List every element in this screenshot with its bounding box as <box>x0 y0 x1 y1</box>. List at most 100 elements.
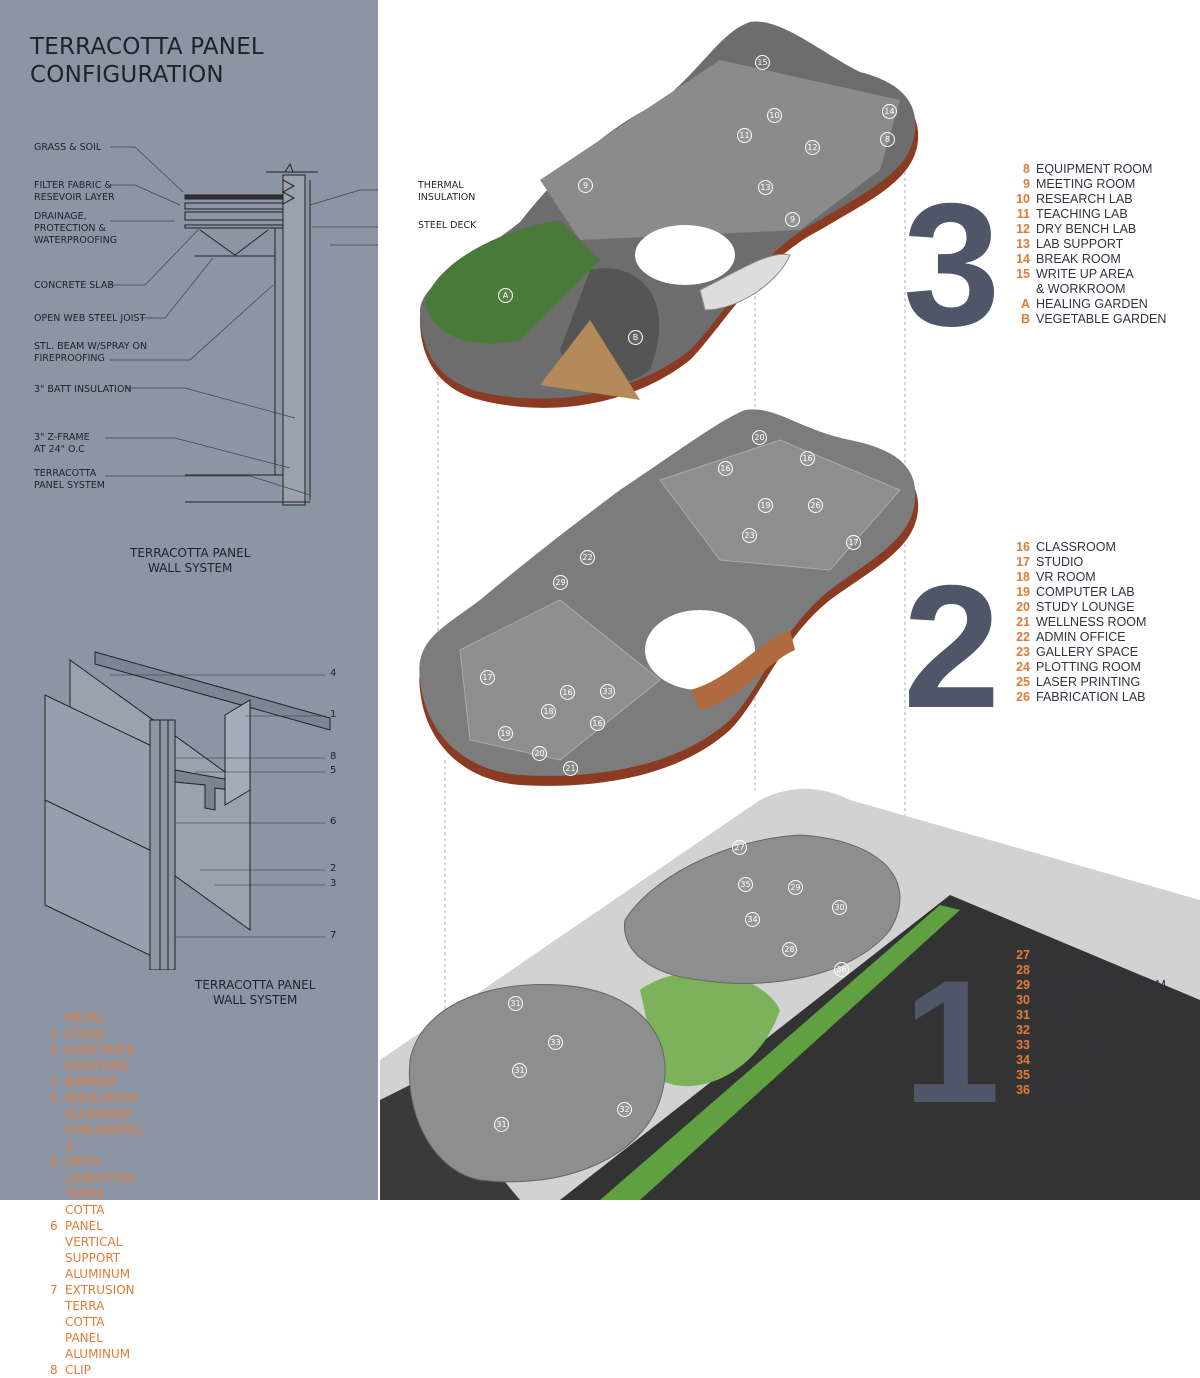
material-number: 6 <box>50 1219 58 1233</box>
room-name: CONSULTING <box>1036 963 1118 977</box>
room-tag: 29 <box>788 880 803 895</box>
room-tag: 36 <box>834 962 849 977</box>
room-number: 26 <box>1016 690 1030 704</box>
room-legend-item: 32 FOOD COURT <box>1008 1023 1166 1038</box>
room-tag: 33 <box>600 684 615 699</box>
room-number: 21 <box>1016 615 1030 629</box>
room-name: ADMIN OFFICE <box>1036 630 1126 644</box>
room-number: 27 <box>1016 948 1030 962</box>
detail-number: 7 <box>330 930 337 941</box>
room-tag: 14 <box>882 104 897 119</box>
room-name: CLASSROOM <box>1036 540 1116 554</box>
material-label: VERTICAL SUPPORT ALUMINUM EXTRUSION <box>65 1235 135 1297</box>
title-line-1: TERRACOTTA PANEL <box>30 34 264 60</box>
material-number: 7 <box>50 1283 58 1297</box>
room-number: 25 <box>1016 675 1030 689</box>
room-tag: 27 <box>732 840 747 855</box>
room-number: 12 <box>1016 222 1030 236</box>
level-1-numeral: 1 <box>903 945 1001 1140</box>
room-tag: 22 <box>580 550 595 565</box>
room-name: PLOTTING ROOM <box>1036 660 1141 674</box>
section-label: GRASS & SOIL <box>34 142 102 153</box>
detail-caption: TERRACOTTA PANEL WALL SYSTEM <box>195 978 316 1007</box>
room-tag: 15 <box>755 55 770 70</box>
section-label-right: THERMAL INSULATION <box>418 180 476 203</box>
room-name: HEALING GARDEN <box>1036 297 1148 311</box>
room-number: 22 <box>1016 630 1030 644</box>
room-tag: 11 <box>737 128 752 143</box>
room-name: LAB SUPPORT <box>1036 237 1124 251</box>
room-legend-item: 33 STORAGE <box>1008 1038 1166 1053</box>
room-tag: 9 <box>785 212 800 227</box>
section-label: 3" Z-FRAME AT 24" O.C <box>34 432 90 455</box>
level-3-plan <box>420 21 919 408</box>
room-tag: 34 <box>745 912 760 927</box>
room-number: 10 <box>1016 192 1030 206</box>
room-name: UNDERGROUND <box>1036 1083 1136 1097</box>
section-label: DRAINAGE, PROTECTION & WATERPROOFING <box>34 211 118 246</box>
material-number: 8 <box>50 1363 58 1377</box>
room-tag: 16 <box>560 685 575 700</box>
room-tag: 19 <box>498 726 513 741</box>
room-number: 13 <box>1016 237 1030 251</box>
material-number: 4 <box>50 1091 58 1105</box>
room-tag: 32 <box>617 1102 632 1117</box>
section-caption: TERRACOTTA PANEL WALL SYSTEM <box>130 546 251 575</box>
room-tag: 17 <box>846 535 861 550</box>
room-number: 16 <box>1016 540 1030 554</box>
room-name: EQUIPMENT ROOM <box>1036 162 1153 176</box>
room-name: COMPUTER LAB <box>1036 585 1135 599</box>
room-name: STUDIO <box>1036 555 1084 569</box>
room-name: STUDY LOUNGE <box>1036 600 1135 614</box>
room-number: 28 <box>1016 963 1030 977</box>
room-legend-item: 22 ADMIN OFFICE <box>1008 630 1146 645</box>
room-number: B <box>1020 312 1030 326</box>
room-number: 29 <box>1016 978 1030 992</box>
detail-number: 5 <box>330 765 337 776</box>
detail-number: 1 <box>330 709 337 720</box>
room-name: OFFICE <box>1036 993 1082 1007</box>
room-tag: 10 <box>767 108 782 123</box>
room-number: 17 <box>1016 555 1030 569</box>
room-tag: 8 <box>880 132 895 147</box>
room-number: 23 <box>1016 645 1030 659</box>
room-tag: 26 <box>808 498 823 513</box>
room-name: MAIL ROOM <box>1036 1068 1108 1082</box>
room-name: MEETING ROOM <box>1036 177 1136 191</box>
room-legend-item: 17 STUDIO <box>1008 555 1146 570</box>
room-name: BREAK ROOM <box>1036 252 1121 266</box>
room-name: CONFERENCE ROOM <box>1036 978 1166 992</box>
room-name: PARKING <box>1036 1098 1092 1112</box>
room-legend-item: 28 CONSULTING <box>1008 963 1166 978</box>
room-name: FOOD COURT <box>1036 1023 1120 1037</box>
room-name: STORAGE <box>1036 1038 1097 1052</box>
detail-number: 6 <box>330 816 337 827</box>
material-number: 2 <box>50 1043 58 1057</box>
room-tag: 17 <box>480 670 495 685</box>
room-legend-item: 29 CONFERENCE ROOM <box>1008 978 1166 993</box>
panel-detail-drawing <box>44 651 331 970</box>
room-number: 33 <box>1016 1038 1030 1052</box>
room-tag: 28 <box>782 942 797 957</box>
room-tag: 9 <box>578 178 593 193</box>
room-number: 24 <box>1016 660 1030 674</box>
room-name: & WORKROOM <box>1036 282 1126 296</box>
room-tag: A <box>498 288 513 303</box>
room-name: VR ROOM <box>1036 570 1096 584</box>
section-label-right: STEEL DECK <box>418 220 477 231</box>
room-number: 32 <box>1016 1023 1030 1037</box>
detail-number: 8 <box>330 751 337 762</box>
material-item: 7 VERTICAL SUPPORT ALUMINUM EXTRUSION <box>50 1234 135 1298</box>
